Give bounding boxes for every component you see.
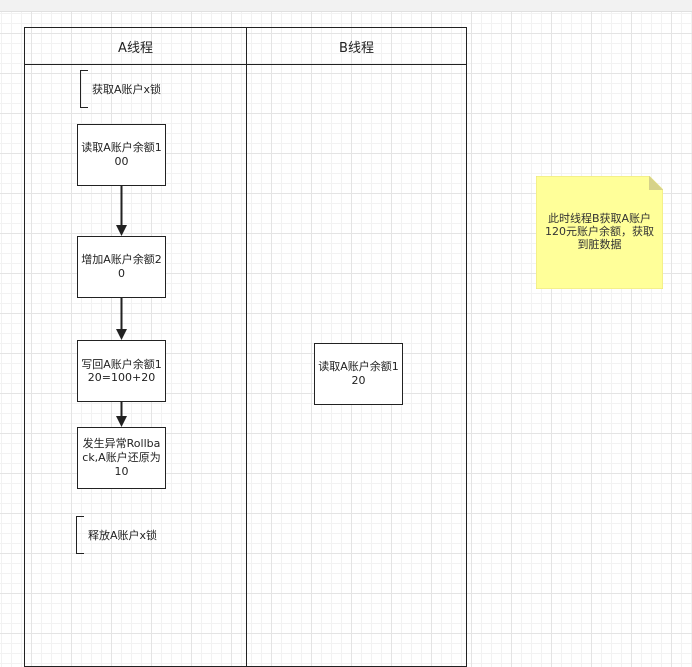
add-balance-box[interactable]: 增加A账户余额20 — [77, 236, 166, 298]
read-balance-box[interactable]: 读取A账户余额100 — [77, 124, 166, 186]
canvas-top-bar — [0, 0, 692, 12]
write-back-box[interactable]: 写回A账户余额120=100+20 — [77, 340, 166, 402]
release-lock-text: 释放A账户x锁 — [88, 529, 158, 542]
sticky-note-text: 此时线程B获取A账户120元账户余额，获取到脏数据 — [545, 212, 654, 251]
b-read-balance-text: 读取A账户余额120 — [318, 360, 399, 387]
write-back-text: 写回A账户余额120=100+20 — [81, 358, 162, 384]
b-read-balance-box[interactable]: 读取A账户余额120 — [314, 343, 403, 405]
read-balance-text: 读取A账户余额100 — [81, 141, 162, 168]
bracket-shape — [76, 516, 84, 554]
arrowhead — [116, 416, 127, 427]
acquire-lock-annotation[interactable]: 获取A账户x锁 — [80, 70, 161, 108]
release-lock-annotation[interactable]: 释放A账户x锁 — [76, 516, 157, 554]
swimlane-b-header: B线程 — [247, 28, 466, 65]
swimlane-a-header: A线程 — [25, 28, 246, 65]
arrowhead — [116, 329, 127, 340]
add-balance-text: 增加A账户余额20 — [81, 253, 162, 280]
bracket-shape — [80, 70, 88, 108]
sticky-note[interactable]: 此时线程B获取A账户120元账户余额，获取到脏数据 — [535, 175, 664, 290]
rollback-box[interactable]: 发生异常Rollback,A账户还原为10 — [77, 427, 166, 489]
rollback-text: 发生异常Rollback,A账户还原为10 — [82, 437, 161, 478]
sticky-note-shape — [535, 175, 664, 290]
acquire-lock-text: 获取A账户x锁 — [92, 83, 162, 96]
arrowhead — [116, 225, 127, 236]
